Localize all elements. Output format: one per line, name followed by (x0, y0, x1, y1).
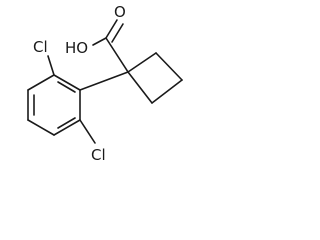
bond-ring-to-cl-top (47, 55, 55, 76)
cb-bond-1 (127, 52, 157, 73)
label-cl-top: Cl (33, 38, 48, 56)
bond-ring-to-quaternary-c (79, 71, 129, 91)
cyclobutane-ring (127, 52, 183, 104)
label-carbonyl-o: O (114, 3, 126, 21)
bond-carbonyl-c-to-hydroxyl (92, 37, 107, 46)
label-cl-bottom: Cl (91, 146, 106, 164)
ring-bond-1 (53, 74, 81, 91)
structure-canvas: Cl Cl HO O (0, 0, 189, 178)
cb-bond-2 (155, 52, 183, 81)
carboxylic-acid-group (92, 19, 129, 73)
ring-bond-3 (53, 119, 81, 136)
molecule-structure: Cl Cl HO O (27, 3, 183, 164)
bond-ring-to-cl-bottom (79, 119, 96, 144)
bond-carbonyl-c-to-o-b (111, 23, 124, 43)
ring-bond-4 (27, 119, 55, 136)
cb-bond-4 (127, 71, 153, 104)
ring-double-bond-2 (57, 117, 76, 129)
ring-double-bond-1 (57, 81, 76, 93)
label-hydroxyl: HO (65, 39, 88, 57)
ring-bond-6 (27, 74, 55, 91)
benzene-ring (27, 74, 81, 136)
cb-bond-3 (151, 79, 183, 104)
bond-carbonyl-c-to-o-a (105, 19, 118, 39)
bond-quaternary-to-carbonyl-c (105, 37, 129, 73)
